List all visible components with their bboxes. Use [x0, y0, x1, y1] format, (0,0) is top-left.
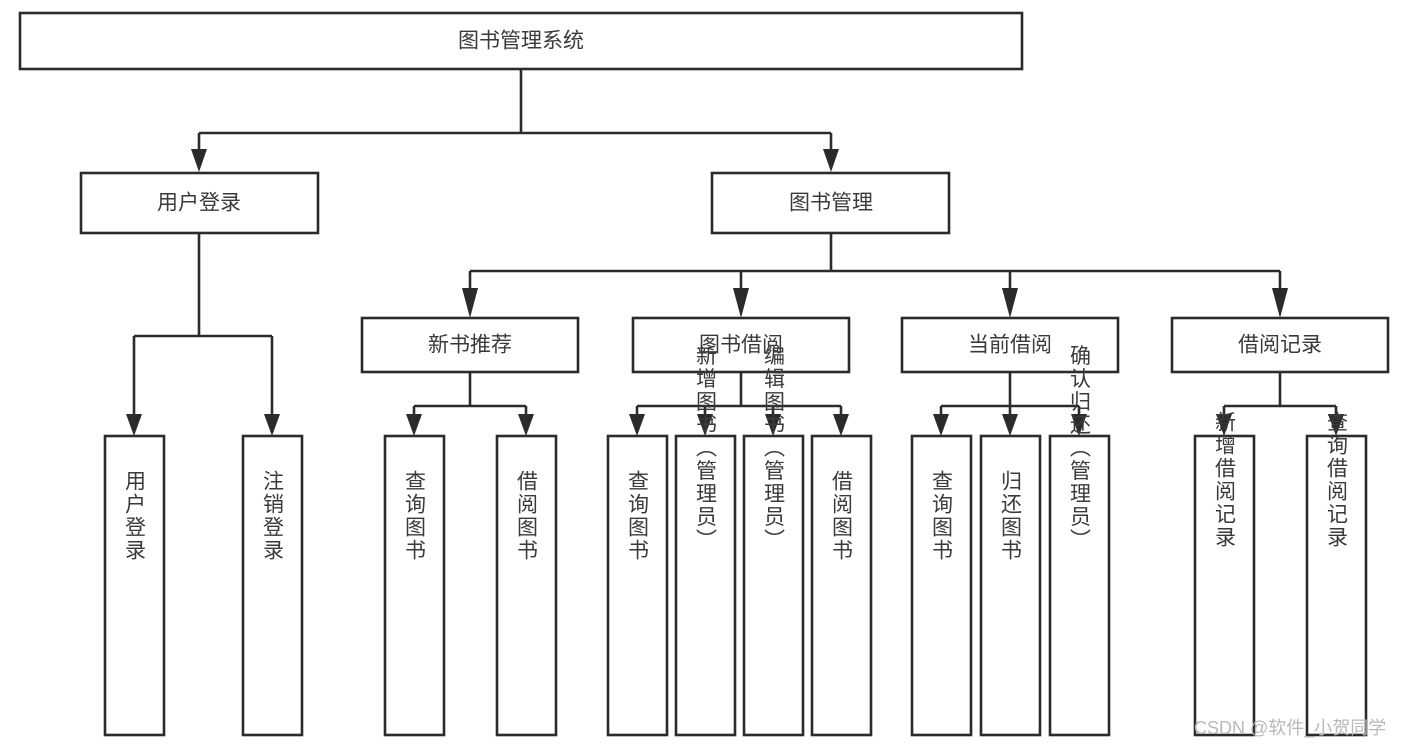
- node-book-borrow-box[interactable]: [631, 316, 851, 374]
- leaf-record-add[interactable]: 新增借阅记录: [1193, 411, 1256, 737]
- leaf-user-login-1[interactable]: 用户登录: [103, 434, 166, 737]
- arrow-borrow-record: [1272, 288, 1288, 318]
- leaf-newbook-borrow[interactable]: 借阅图书: [495, 434, 558, 737]
- leaf-user-login-1-label: 用户登录: [123, 470, 147, 562]
- arrow-current-leaf-2: [1002, 414, 1018, 436]
- leaf-current-query-label: 查询图书: [930, 470, 954, 562]
- leaf-current-return-label: 归还图书: [999, 470, 1023, 562]
- leaf-current-confirm-return-label: 确认归还（管理员）: [1068, 345, 1092, 552]
- arrow-current-borrow: [1002, 288, 1018, 318]
- node-book-borrow-label: 图书借阅: [699, 334, 783, 357]
- leaf-newbook-borrow-box[interactable]: [495, 434, 558, 737]
- arrow-user-login: [191, 149, 207, 172]
- node-root-label: 图书管理系统: [458, 30, 584, 53]
- arrow-borrow-leaf-3: [765, 414, 781, 436]
- leaf-newbook-query-box[interactable]: [383, 434, 446, 737]
- node-user-login-box[interactable]: [79, 171, 320, 235]
- node-current-borrow-label: 当前借阅: [968, 334, 1052, 357]
- leaf-record-query-box[interactable]: [1305, 434, 1368, 737]
- arrow-new-book-rec: [462, 288, 478, 318]
- arrow-borrow-leaf-1: [629, 414, 645, 436]
- leaf-user-logout-label: 注销登录: [261, 470, 285, 562]
- node-borrow-record-label: 借阅记录: [1238, 334, 1322, 357]
- node-current-borrow[interactable]: 当前借阅: [900, 316, 1120, 374]
- leaf-borrow-query[interactable]: 查询图书: [606, 434, 669, 737]
- leaf-record-query[interactable]: 查询借阅记录: [1305, 411, 1368, 737]
- arrow-borrow-leaf-4: [833, 414, 849, 436]
- leaf-current-return[interactable]: 归还图书: [979, 434, 1042, 737]
- leaf-borrow-add-book-label: 新增图书（管理员）: [694, 345, 718, 552]
- node-user-login-label: 用户登录: [157, 192, 241, 215]
- leaf-record-add-box[interactable]: [1193, 434, 1256, 737]
- arrow-leaf-logout: [264, 414, 280, 436]
- leaf-current-confirm-return[interactable]: 确认归还（管理员）: [1048, 345, 1111, 737]
- node-borrow-record[interactable]: 借阅记录: [1170, 316, 1390, 374]
- node-book-management-label: 图书管理: [789, 192, 873, 215]
- leaf-borrow-borrow-book-box[interactable]: [810, 434, 873, 737]
- leaf-newbook-query-label: 查询图书: [403, 470, 427, 562]
- leaf-newbook-query[interactable]: 查询图书: [383, 434, 446, 737]
- leaf-record-add-label: 新增借阅记录: [1213, 411, 1237, 549]
- leaf-borrow-query-box[interactable]: [606, 434, 669, 737]
- leaf-user-logout[interactable]: 注销登录: [241, 434, 304, 737]
- node-new-book-recommend-box[interactable]: [360, 316, 580, 374]
- leaf-current-confirm-return-box[interactable]: [1048, 434, 1111, 737]
- node-new-book-recommend-label: 新书推荐: [428, 334, 512, 357]
- leaf-borrow-edit-book[interactable]: 编辑图书（管理员）: [742, 345, 805, 737]
- leaf-borrow-add-book-box[interactable]: [674, 434, 737, 737]
- node-current-borrow-box[interactable]: [900, 316, 1120, 374]
- node-new-book-recommend[interactable]: 新书推荐: [360, 316, 580, 374]
- leaf-borrow-borrow-book-label: 借阅图书: [830, 470, 854, 562]
- leaf-borrow-edit-book-box[interactable]: [742, 434, 805, 737]
- leaf-newbook-borrow-label: 借阅图书: [515, 470, 539, 562]
- leaf-current-query-box[interactable]: [910, 434, 973, 737]
- arrow-current-leaf-3: [1071, 414, 1087, 436]
- leaf-borrow-query-label: 查询图书: [626, 470, 650, 562]
- arrow-newbook-leaf-1: [406, 414, 422, 436]
- arrow-book-borrow: [733, 288, 749, 318]
- leaf-current-query[interactable]: 查询图书: [910, 434, 973, 737]
- node-book-management[interactable]: 图书管理: [710, 171, 951, 235]
- arrow-current-leaf-1: [933, 414, 949, 436]
- arrow-book-manage: [823, 149, 839, 172]
- arrow-leaf-user-login: [126, 414, 142, 436]
- node-book-borrow[interactable]: 图书借阅: [631, 316, 851, 374]
- node-root[interactable]: 图书管理系统: [18, 11, 1024, 71]
- node-root-box[interactable]: [18, 11, 1024, 71]
- leaf-borrow-add-book[interactable]: 新增图书（管理员）: [674, 345, 737, 737]
- node-book-management-box[interactable]: [710, 171, 951, 235]
- arrow-newbook-leaf-2: [518, 414, 534, 436]
- connector-layer: [126, 69, 1344, 436]
- leaf-user-logout-box[interactable]: [241, 434, 304, 737]
- leaf-borrow-edit-book-label: 编辑图书（管理员）: [762, 345, 786, 552]
- arrow-record-leaf-1: [1216, 414, 1232, 436]
- node-borrow-record-box[interactable]: [1170, 316, 1390, 374]
- csdn-watermark: CSDN @软件_小贺同学: [1194, 718, 1386, 739]
- leaf-user-login-1-box[interactable]: [103, 434, 166, 737]
- arrow-borrow-leaf-2: [697, 414, 713, 436]
- leaf-current-return-box[interactable]: [979, 434, 1042, 737]
- node-user-login[interactable]: 用户登录: [79, 171, 320, 235]
- leaf-record-query-label: 查询借阅记录: [1325, 411, 1349, 549]
- arrow-record-leaf-2: [1328, 414, 1344, 436]
- leaf-borrow-borrow-book[interactable]: 借阅图书: [810, 434, 873, 737]
